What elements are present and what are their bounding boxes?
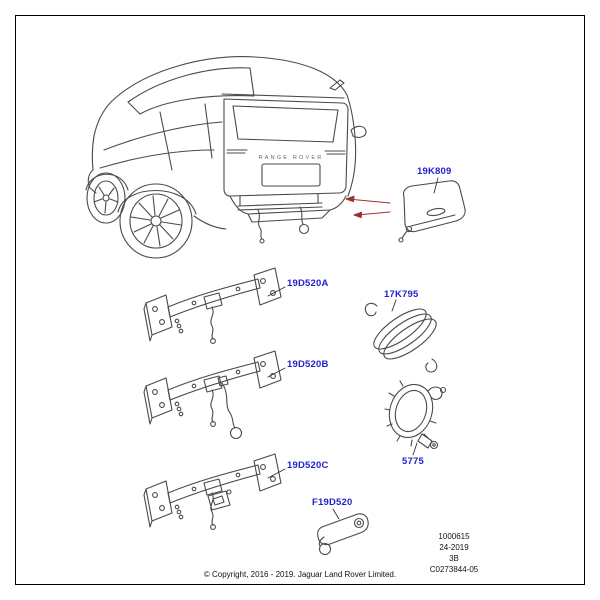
diagram-border <box>15 15 585 585</box>
title-block-drawing-number: C0273844-05 <box>429 565 479 574</box>
copyright-notice: © Copyright, 2016 - 2019. Jaguar Land Ro… <box>203 570 397 579</box>
pointer-arrows <box>345 195 391 219</box>
rope-illustration <box>364 302 438 373</box>
callout-F19D520[interactable]: F19D520 <box>312 497 353 508</box>
towbar-b-illustration <box>143 350 282 427</box>
title-block-part-number: 1000615 <box>438 532 470 541</box>
tailgate-badge-text: RANGE ROVER <box>259 155 324 161</box>
leader-lines <box>267 177 439 520</box>
towbar-b-swan-neck <box>217 375 243 440</box>
title-block-sheet: 3B <box>449 554 459 563</box>
towbar-c-receiver <box>207 489 232 511</box>
callout-19D520B[interactable]: 19D520B <box>287 359 329 370</box>
towbar-a-illustration <box>143 267 282 344</box>
callout-19D520C[interactable]: 19D520C <box>287 460 329 471</box>
callout-5775[interactable]: 5775 <box>402 456 424 467</box>
callout-17K795[interactable]: 17K795 <box>384 289 419 300</box>
towbar-c-illustration <box>143 453 282 530</box>
title-block-date: 24-2019 <box>439 543 469 552</box>
title-block: 1000615 24-2019 3B C0273844-05 <box>408 531 500 575</box>
loop-illustration <box>384 380 447 450</box>
callout-19D520A[interactable]: 19D520A <box>287 278 329 289</box>
ball-mount-illustration <box>317 513 369 556</box>
vehicle-illustration <box>85 56 367 259</box>
cover-part-illustration <box>398 180 466 243</box>
callout-19K809[interactable]: 19K809 <box>417 166 452 177</box>
